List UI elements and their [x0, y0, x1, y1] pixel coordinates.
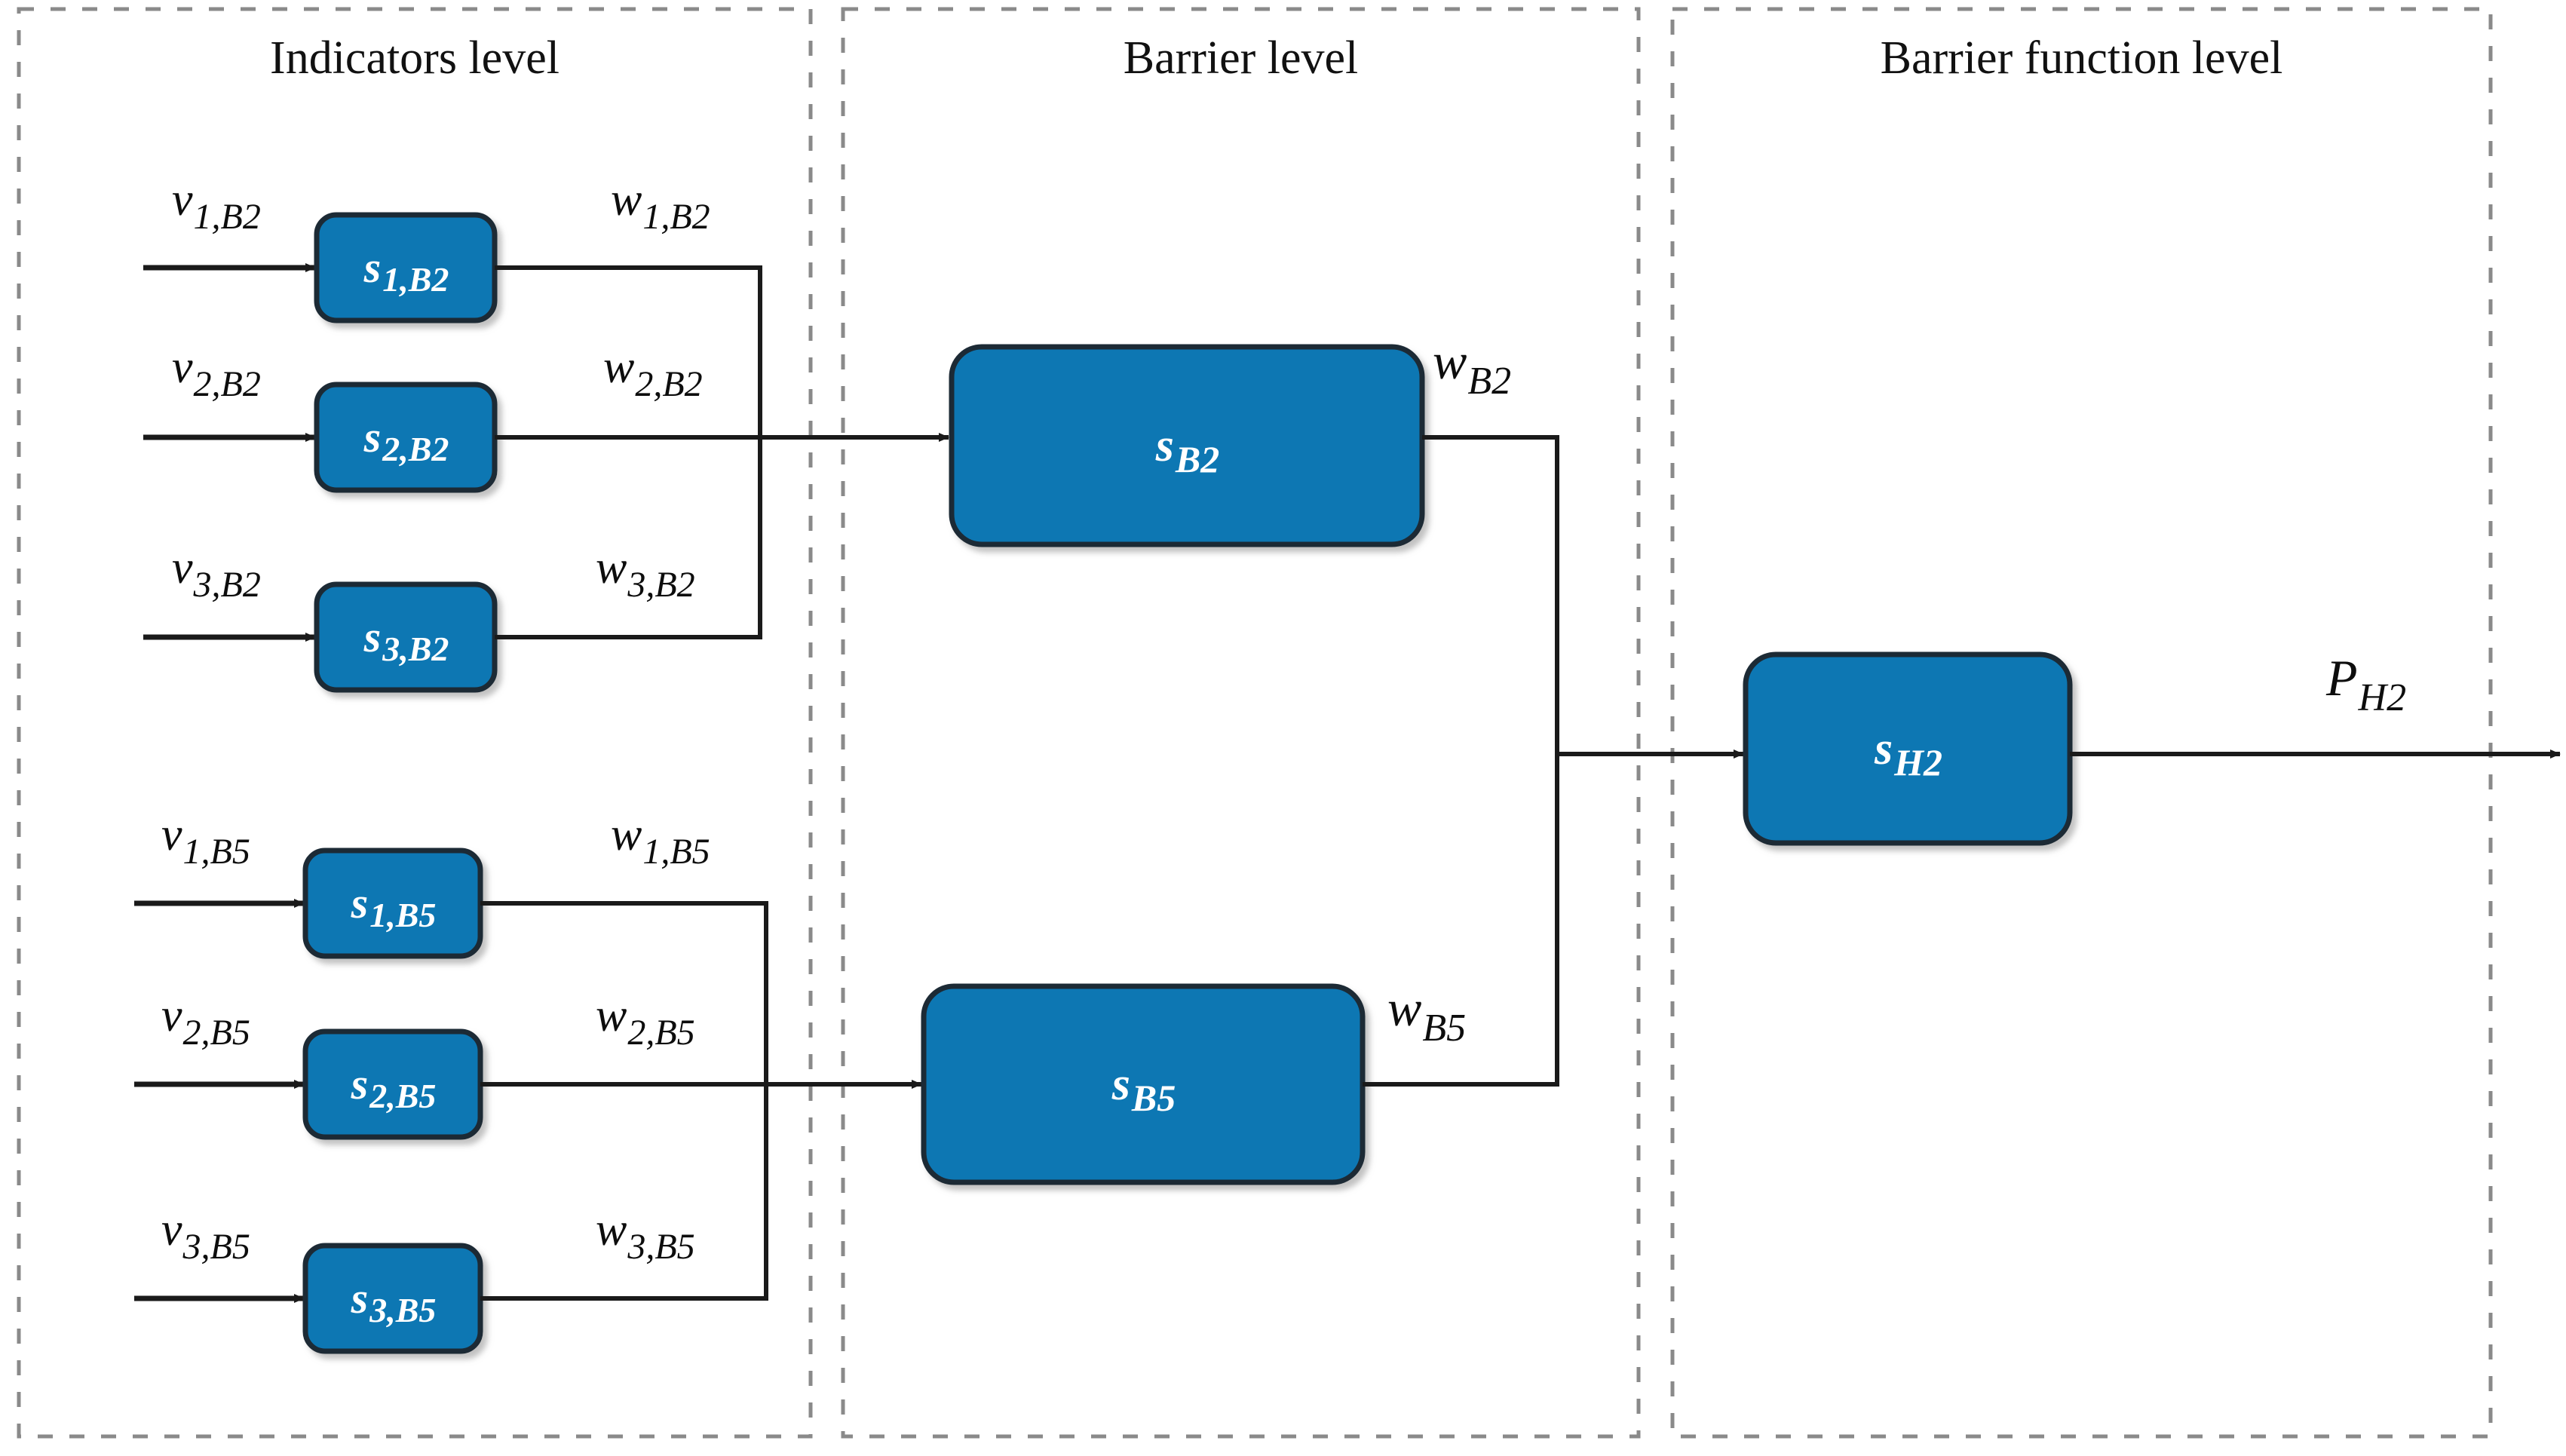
edge-label-base: w [603, 342, 635, 393]
edge-label-base: v [172, 174, 193, 225]
edge-label-sub: B5 [1422, 1007, 1467, 1050]
edge-label-base: v [172, 342, 193, 393]
panel-barrier-function [1670, 7, 2493, 1439]
node-box-sb5[interactable] [921, 983, 1366, 1185]
edge-label-v1b2: v1,B2 [172, 173, 261, 237]
edge-label-sub: 3,B5 [627, 1227, 695, 1267]
node-box-s3b2[interactable] [314, 581, 498, 693]
edge-label-w2b5: w2,B5 [596, 989, 695, 1053]
edge-label-base: w [1433, 333, 1467, 390]
edge-label-sub: B2 [1467, 360, 1512, 403]
edge-label-base: w [611, 174, 642, 225]
edge-label-sub: 1,B5 [642, 832, 710, 872]
edge-label-base: v [172, 542, 193, 593]
edge-label-sub: 3,B2 [627, 565, 695, 605]
edge-label-base: P [2326, 649, 2358, 707]
edge-label-base: v [161, 1204, 182, 1255]
edge-label-sub: 2,B5 [182, 1013, 250, 1053]
node-box-s3b5[interactable] [302, 1243, 483, 1354]
edge-label-base: w [611, 809, 642, 860]
edge-label-w1b5: w1,B5 [611, 808, 710, 872]
edge-label-base: v [161, 809, 182, 860]
edge-label-v1b5: v1,B5 [161, 808, 250, 872]
edge-label-v3b2: v3,B2 [172, 541, 261, 605]
node-box-sb2[interactable] [949, 344, 1425, 547]
edge-label-base: v [161, 990, 182, 1041]
edge-label-base: w [596, 542, 627, 593]
panel-title-barrier-function: Barrier function level [1880, 32, 2283, 84]
edge-label-wB2: wB2 [1433, 332, 1511, 403]
edge-label-w2b2: w2,B2 [603, 341, 703, 404]
edge-label-sub: 2,B5 [627, 1013, 695, 1053]
edge-label-sub: 1,B5 [182, 832, 250, 872]
edge-label-v2b2: v2,B2 [172, 341, 261, 404]
edge-label-base: w [1387, 979, 1422, 1037]
edge-label-w3b2: w3,B2 [596, 541, 695, 605]
edge-label-w3b5: w3,B5 [596, 1203, 695, 1267]
panel-title-barrier: Barrier level [1123, 32, 1359, 84]
node-box-sh2[interactable] [1743, 651, 2073, 846]
edge-label-sub: 1,B2 [642, 197, 710, 237]
edge-label-sub: 3,B2 [193, 565, 261, 605]
edge-label-pH2: PH2 [2326, 648, 2406, 719]
edge-label-base: w [596, 990, 627, 1041]
panel-title-indicators: Indicators level [270, 32, 559, 84]
node-box-s2b2[interactable] [314, 382, 498, 493]
edge-label-w1b2: w1,B2 [611, 173, 710, 237]
edge-label-v2b5: v2,B5 [161, 989, 250, 1053]
node-box-s1b2[interactable] [314, 212, 498, 323]
node-box-s2b5[interactable] [302, 1028, 483, 1140]
node-box-s1b5[interactable] [302, 848, 483, 959]
edge-label-base: w [596, 1204, 627, 1255]
edge-label-sub: 1,B2 [193, 197, 261, 237]
edge-label-wB5: wB5 [1387, 979, 1466, 1050]
edge-label-sub: 3,B5 [182, 1227, 250, 1267]
edge-label-sub: H2 [2358, 676, 2407, 719]
edge-label-sub: 2,B2 [635, 364, 703, 404]
edge-label-v3b5: v3,B5 [161, 1203, 250, 1267]
panel-barrier [841, 7, 1641, 1439]
edge-label-sub: 2,B2 [193, 364, 261, 404]
